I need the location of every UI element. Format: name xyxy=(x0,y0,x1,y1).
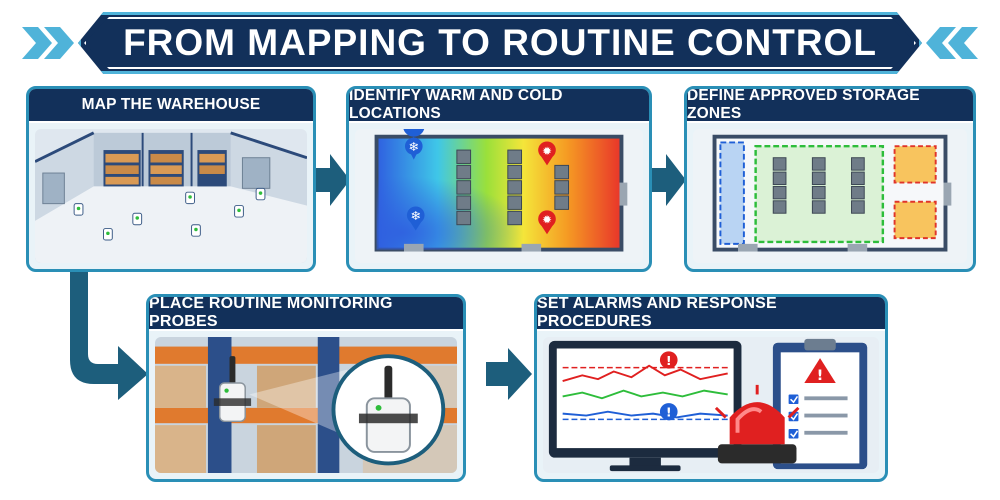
svg-text:!: ! xyxy=(666,405,672,420)
siren-icon xyxy=(714,384,800,464)
step-card-map-warehouse: MAP THE WAREHOUSE xyxy=(26,86,316,272)
svg-text:!: ! xyxy=(817,367,824,384)
warehouse-illustration xyxy=(35,129,307,263)
step-card-warm-cold: IDENTIFY WARM AND COLD LOCATIONS xyxy=(346,86,652,272)
probe-device xyxy=(213,356,252,422)
snowflake-icon: ❄ xyxy=(403,129,425,160)
svg-text:❄: ❄ xyxy=(408,139,419,154)
step-card-alarms-response: SET ALARMS AND RESPONSE PROCEDURES ! xyxy=(534,294,888,482)
clipboard: ! xyxy=(772,338,868,470)
sun-icon: ✹ xyxy=(538,141,556,166)
step-title: IDENTIFY WARM AND COLD LOCATIONS xyxy=(349,89,649,123)
step-title: DEFINE APPROVED STORAGE ZONES xyxy=(687,89,973,123)
warning-icon: ! xyxy=(804,358,836,384)
probe-device-zoom xyxy=(358,365,418,453)
chevron-left-icon xyxy=(926,27,978,59)
snowflake-icon: ❄ xyxy=(406,206,425,231)
step-title: SET ALARMS AND RESPONSE PROCEDURES xyxy=(537,297,885,331)
step-card-storage-zones: DEFINE APPROVED STORAGE ZONES xyxy=(684,86,976,272)
svg-text:❄: ❄ xyxy=(410,208,421,223)
page-title: FROM MAPPING TO ROUTINE CONTROL xyxy=(123,22,877,63)
probe-illustration xyxy=(155,337,457,473)
step-title: PLACE ROUTINE MONITORING PROBES xyxy=(149,297,463,331)
svg-text:!: ! xyxy=(666,353,672,368)
step-card-monitoring-probes: PLACE ROUTINE MONITORING PROBES xyxy=(146,294,466,482)
title-banner: FROM MAPPING TO ROUTINE CONTROL xyxy=(78,12,922,74)
alert-icon: ! xyxy=(659,351,678,369)
svg-text:✹: ✹ xyxy=(542,144,552,158)
flow-arrow-1-2 xyxy=(316,154,350,206)
sun-icon: ✹ xyxy=(538,210,556,235)
alert-icon: ! xyxy=(659,403,678,421)
flow-arrow-4-5 xyxy=(486,348,532,400)
flow-arrow-1-4 xyxy=(70,272,148,400)
heatmap-floorplan: ❄ ❄ ✹ ✹ xyxy=(355,129,643,263)
chevron-right-icon xyxy=(22,27,74,59)
alarm-illustration: ! ! ! xyxy=(543,337,879,473)
zone-floorplan xyxy=(693,129,967,263)
step-title: MAP THE WAREHOUSE xyxy=(29,89,313,123)
flow-arrow-2-3 xyxy=(652,154,686,206)
monitor: ! ! xyxy=(548,340,742,472)
svg-text:✹: ✹ xyxy=(542,213,552,227)
